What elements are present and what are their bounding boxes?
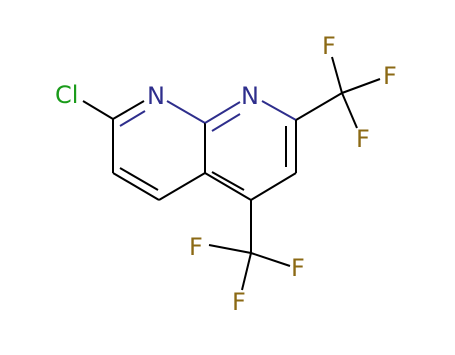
atom-f-right: F xyxy=(383,62,397,90)
atom-labels: Cl N N F F F F F F xyxy=(55,32,397,316)
atom-f-bottom-b: F xyxy=(232,288,246,316)
bond-cf3a-f1 xyxy=(331,56,343,94)
bond-c3-c4 xyxy=(250,172,297,201)
atom-f-top: F xyxy=(322,32,336,60)
atom-f-right-b: F xyxy=(291,254,305,282)
bond-c4a-c5 xyxy=(158,172,206,201)
bonds xyxy=(82,56,381,291)
bond-c8a-n1-inner xyxy=(211,113,241,132)
atom-f-lower: F xyxy=(356,125,370,153)
bond-n8-c8a xyxy=(166,100,206,124)
bond-cf3a-f3 xyxy=(341,92,358,129)
atom-cl: Cl xyxy=(55,81,78,109)
bond-c5-c6 xyxy=(112,172,160,201)
bond-c7-n8 xyxy=(112,100,145,120)
atom-n1: N xyxy=(241,82,259,110)
atom-f-left-b: F xyxy=(189,233,203,261)
bond-c4-c4a xyxy=(204,172,252,201)
bond-cf3a-f2 xyxy=(341,78,381,94)
bond-cf3b-f1 xyxy=(208,244,252,254)
bond-c7-n8-inner xyxy=(119,110,146,127)
bond-cf3b-f3 xyxy=(241,252,252,291)
bond-c2-cf3 xyxy=(295,92,343,121)
bond-c4-c4a-inner xyxy=(211,171,245,191)
bond-c8a-n1 xyxy=(204,101,241,124)
bond-c7-cl xyxy=(82,100,114,120)
bond-n1-c2 xyxy=(261,100,297,121)
atom-n8: N xyxy=(147,82,165,110)
bond-c5-c6-inner xyxy=(119,167,159,191)
bond-cf3b-f2 xyxy=(250,252,291,267)
